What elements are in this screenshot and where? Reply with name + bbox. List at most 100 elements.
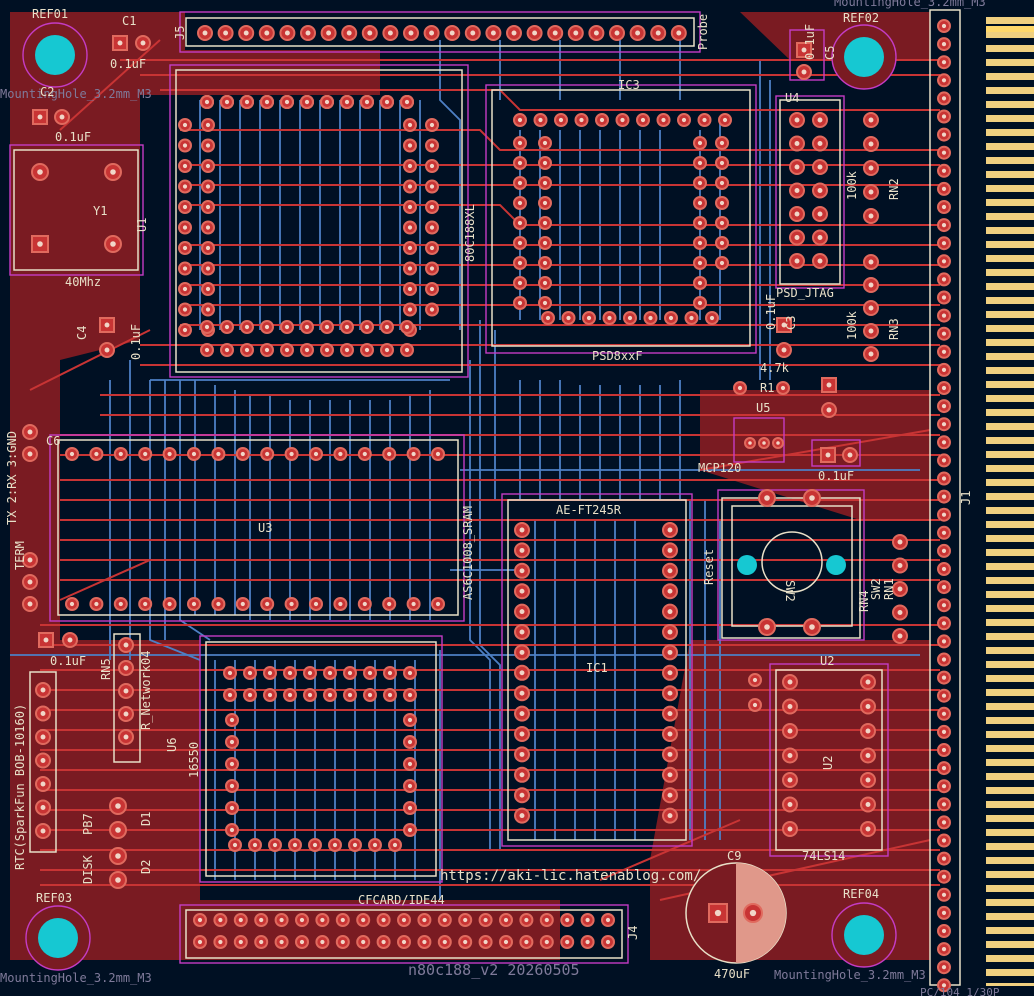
j4-pad-top-16-drill [503,917,509,923]
u2-pad-left-3-drill [787,728,793,734]
j4-pad-top-8-drill [340,917,345,923]
j1-pad-a-37-drill [941,675,947,680]
j4-pad-top-6-drill [299,917,305,923]
ic3-pad-left-7-drill [517,260,523,266]
ic3-pad-right2-4-drill [719,200,725,206]
j1-pad-a-2-drill [941,42,947,47]
u6-pad-right-1-drill [407,717,413,723]
r1-ref: R1 [760,381,774,395]
j4-pad-top-14-drill [463,917,468,923]
j4-pad-top-7-drill [320,917,325,923]
j4-pad-bot-2-drill [218,939,223,945]
u1-pad-right2-10-drill [429,307,435,312]
u6-pad-top-6-drill [327,670,333,676]
u1-pad-right-10-drill [407,307,413,312]
ic3-pad-top-11-drill [722,117,728,123]
j1-pad-a-40-drill [941,729,947,735]
c7-pad-2-drill [67,637,73,643]
u2-pad-right-2-drill [865,704,871,709]
board-edge-label: PC/104 1/30P [920,986,1000,996]
u3-pad-bottom-13-drill [362,601,367,607]
u6-pad-bottom-8-drill [372,842,378,848]
u3-pad-top-6-drill [191,451,197,457]
ic3-pad-right2-7-drill [719,260,725,266]
u3-pad-bottom-2-drill [94,601,99,607]
rn5-pad-2-drill [123,665,129,671]
rn3-value: 100k [845,310,859,340]
u4-pad-right-4-drill [817,188,823,193]
ic3-pad-top-5-drill [599,117,605,123]
u4-pad-left-7-drill [794,258,800,264]
u3-pad-top-8-drill [240,451,245,457]
j4-value: CFCARD/IDE44 [358,893,445,907]
u1-pad-right-7-drill [407,245,413,251]
c7-pad-1-drill [43,637,49,643]
u1-pad-left-3-drill [182,163,188,169]
u1-pad-left2-9-drill [205,286,211,292]
u1-pad-top-3-9-drill [364,99,370,105]
j4-pad-bot-3-drill [238,939,243,945]
mounting-hole-label-ref02: MountingHole_3.2mm_M3 [834,0,986,9]
j4-pad-bot-5-drill [279,939,284,945]
rn5-pad-5-drill [123,734,129,740]
u1-pad-top-3-4-drill [264,99,270,105]
j1-pad-a-9-drill [941,168,947,173]
ic3-pad-bottom-9-drill [709,315,715,321]
u1-pad-right-5-drill [407,204,413,210]
u3-pad-bottom-16-drill [435,601,441,607]
ic3-pad-bottom-1-drill [545,315,551,321]
j1-pad-a-47-drill [941,856,947,861]
rn1-value: SW2 [869,578,883,600]
j4-pad-top-13-drill [442,917,447,923]
u1-pad-right-9-drill [407,286,413,292]
j4-pad-bot-18-drill [544,939,549,945]
c8-value: 0.1uF [818,469,854,483]
u1-pad-left-4-drill [182,184,188,189]
u1-pad-bottom-3-drill [244,347,250,353]
j5-pad-22-drill [635,30,641,36]
j1-pad-a-49-drill [941,892,947,897]
j1-pad-a-35-drill [941,639,947,644]
ic3-pad-left2-7-drill [542,260,548,266]
j4-pad-bot-21-drill [605,939,611,945]
u5-pad-1-drill [748,441,752,445]
u1-pad-bottom-7-drill [324,347,330,353]
u2-pad-left-5-drill [787,777,793,783]
ic3-pad-left-8-drill [517,280,523,286]
j4-pad-top-11-drill [401,917,407,923]
ic3-pad-top-8-drill [661,117,666,123]
u1-pad-right2-4-drill [429,184,435,189]
j4-pad-bot-7-drill [320,939,325,945]
c5-pad-1-drill [801,47,807,53]
u1-pad-left2-1-drill [205,122,211,128]
u3-value: AS6C1008_SRAM [461,506,475,600]
u1-pad-bottom2-5-drill [284,324,290,330]
u1-pad-top-3-1-drill [204,99,210,105]
ic3-pad-top-2-drill [538,117,543,123]
j1-pad-a-38-drill [941,693,947,698]
j5-pad-8-drill [346,30,352,36]
j1-pad-a-54-drill [941,983,947,988]
rn2-pad-4-drill [868,189,874,195]
c2-ref: C2 [40,85,54,99]
c4-pad-2-drill [104,347,110,353]
j5-pad-13-drill [449,30,455,36]
u1-pad-bottom-5-drill [284,347,290,353]
u1-pad-right-2-drill [407,143,413,148]
u1-ref: U1 [135,218,149,232]
c3-pad-2-drill [781,347,787,353]
u2-pad-right-6-drill [865,802,871,807]
j4-pad-bot-6-drill [299,939,305,945]
c10-pad-2-drill [826,407,832,413]
y1-pad-1-drill [37,169,43,175]
u6-pad-left-5-drill [229,805,235,811]
ic3-pad-left-4-drill [517,200,523,206]
board-url: https://aki-lic.hatenablog.com/ [440,868,701,884]
ic3-pad-bottom-7-drill [668,315,674,321]
j4-pad-top-3-drill [238,917,243,923]
ic1-pad-left-4-drill [519,588,525,594]
c10-pad-1-drill [826,382,832,388]
u3-pad-bottom-14-drill [387,601,392,607]
rn3-pad-1-drill [868,259,874,265]
